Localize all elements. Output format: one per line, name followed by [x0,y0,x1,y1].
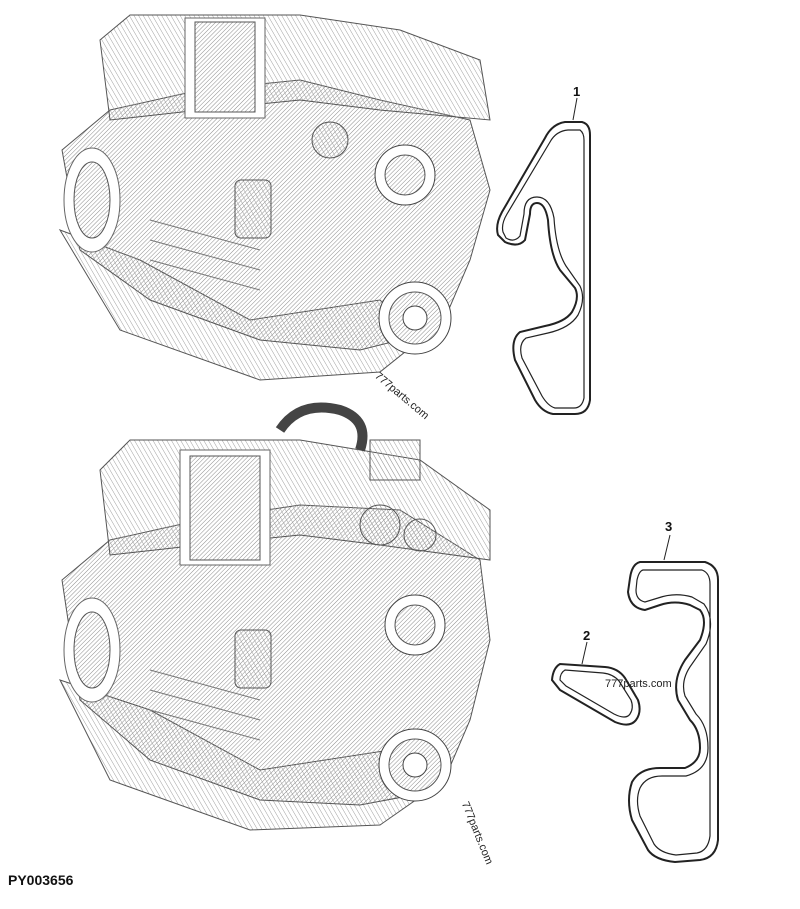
leader-2 [581,641,588,665]
belt-3 [626,561,719,864]
engine-top [58,14,491,381]
figure-id: PY003656 [8,872,74,888]
callout-2: 2 [583,628,591,643]
engine-bottom [59,402,491,831]
belt-2 [550,662,641,726]
leader-1 [572,97,578,121]
leader-3 [663,534,671,561]
callout-3: 3 [665,519,673,534]
watermark-middle: 777parts.com [605,678,672,690]
belt-1 [496,121,591,415]
callout-1: 1 [573,84,581,99]
